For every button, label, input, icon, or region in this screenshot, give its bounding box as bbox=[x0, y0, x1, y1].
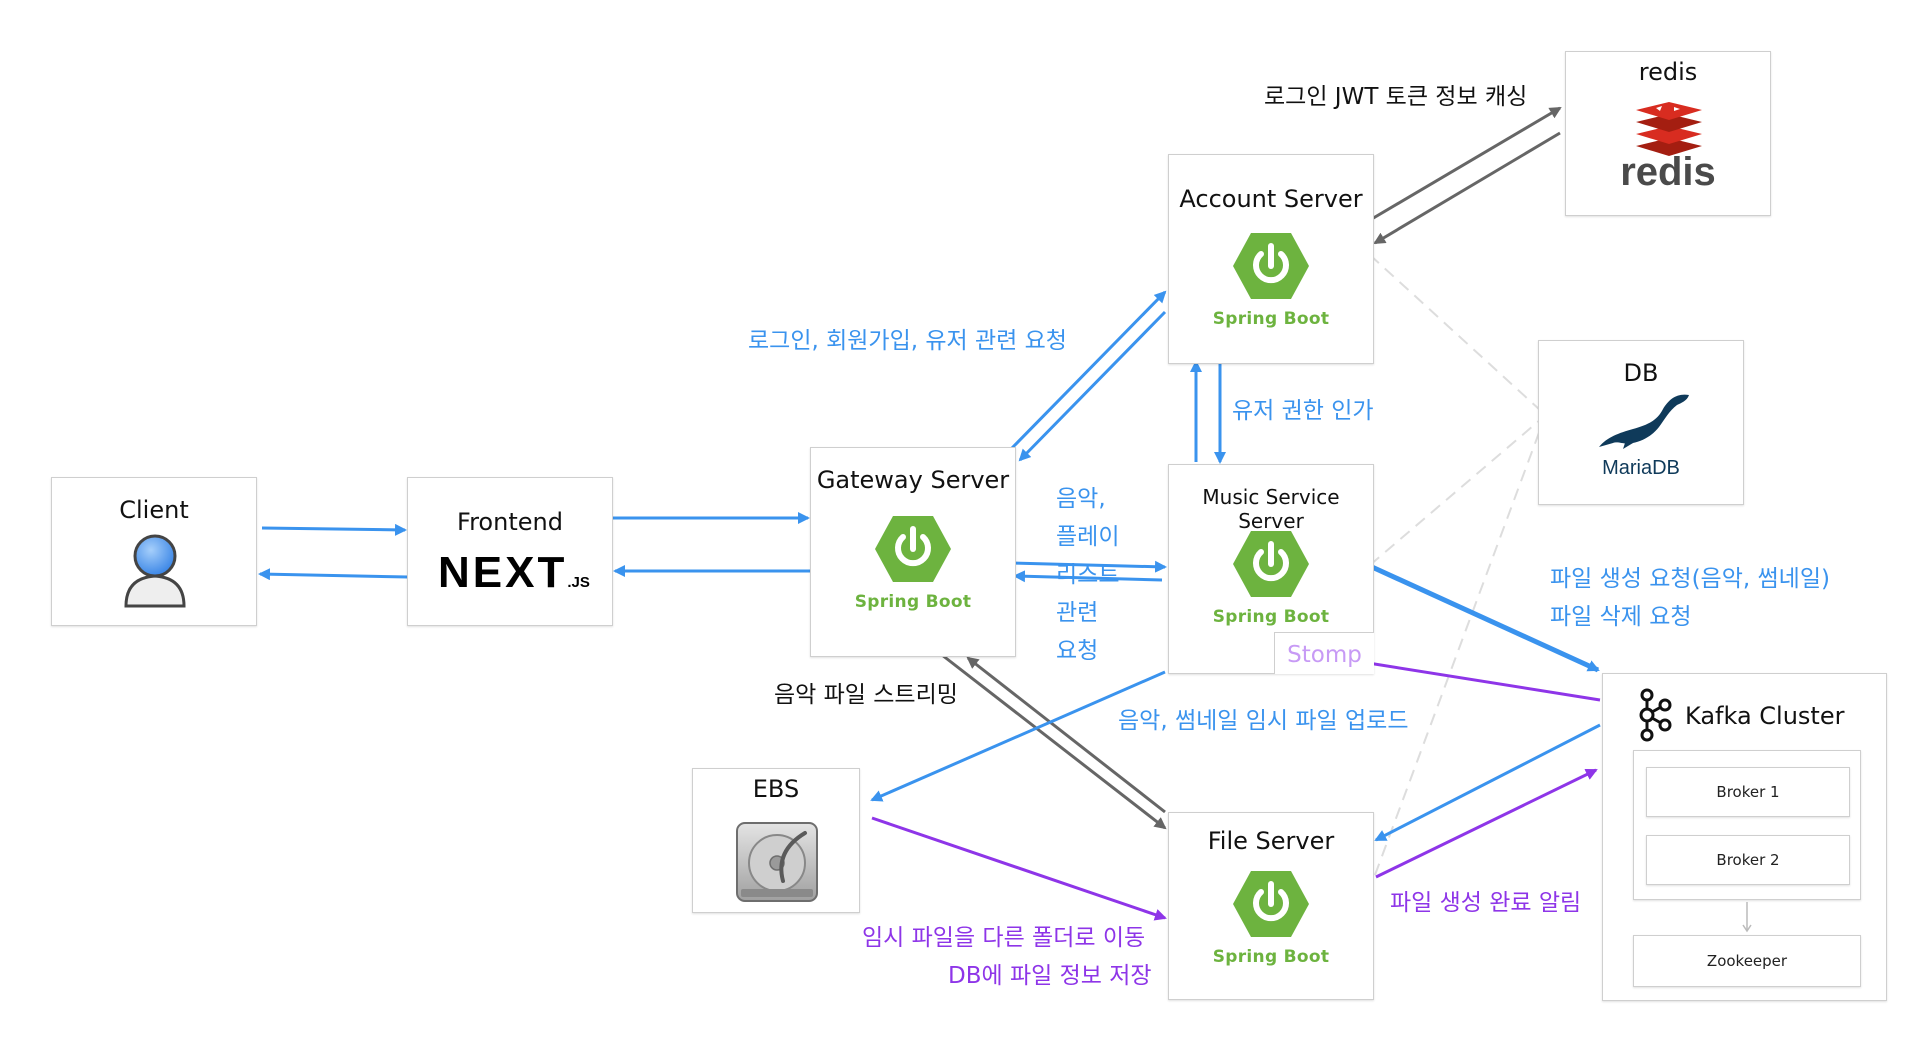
nextjs-logo-suffix: .JS bbox=[567, 574, 590, 591]
redis-cube-icon bbox=[1636, 102, 1702, 156]
redis-title: redis bbox=[1638, 58, 1698, 86]
file-spring-boot: Spring Boot bbox=[1169, 869, 1373, 967]
temp-upload-label: 음악, 썸네일 임시 파일 업로드 bbox=[1118, 708, 1409, 734]
nextjs-logo-text: NEXT bbox=[438, 548, 568, 597]
arrow-frontend-to-client bbox=[258, 568, 409, 581]
spring-boot-power-icon bbox=[1233, 531, 1309, 597]
music-service-server-node: Music Service Server Spring Boot Stomp bbox=[1168, 464, 1374, 674]
music-requests-label: 음악, 플레이 리스트 관련 요청 bbox=[1056, 480, 1119, 670]
arrow-redis-to-account bbox=[1373, 131, 1561, 245]
account-title: Account Server bbox=[1179, 185, 1363, 213]
music-title: Music Service Server bbox=[1202, 485, 1340, 533]
spring-boot-power-icon bbox=[1233, 871, 1309, 937]
music-requests-line-2: 플레이 bbox=[1056, 524, 1120, 550]
mariadb-logo-text: MariaDB bbox=[1602, 457, 1680, 479]
kafka-cluster-node: Kafka Cluster Broker 1 Broker 2 Zookeepe… bbox=[1602, 673, 1887, 1001]
nextjs-logo: NEXT.JS bbox=[438, 548, 590, 598]
redis-node: redis redis bbox=[1565, 51, 1771, 216]
db-node: DB MariaDB bbox=[1538, 340, 1744, 505]
arrow-client-to-frontend bbox=[261, 523, 407, 536]
music-spring-boot: Spring Boot bbox=[1169, 529, 1373, 627]
account-server-node: Account Server Spring Boot bbox=[1168, 154, 1374, 364]
db-dashed-links bbox=[1369, 254, 1541, 876]
kafka-requests-label: 파일 생성 요청(음악, 썸네일) 파일 삭제 요청 bbox=[1550, 560, 1830, 636]
file-spring-label: Spring Boot bbox=[1212, 947, 1330, 967]
arrow-account-to-gateway bbox=[1018, 310, 1167, 462]
file-server-node: File Server Spring Boot bbox=[1168, 812, 1374, 1000]
kafka-icon bbox=[1639, 688, 1672, 742]
broker-1: Broker 1 bbox=[1646, 767, 1850, 817]
account-spring-boot: Spring Boot bbox=[1169, 231, 1373, 329]
streaming-label: 음악 파일 스트리밍 bbox=[774, 682, 958, 708]
spring-boot-power-icon bbox=[1233, 233, 1309, 299]
frontend-title: Frontend bbox=[457, 508, 563, 536]
save-db-label: DB에 파일 정보 저장 bbox=[948, 963, 1152, 989]
music-requests-line-3: 리스트 bbox=[1056, 562, 1120, 588]
arrow-music-to-ebs bbox=[870, 670, 1166, 802]
db-title: DB bbox=[1623, 359, 1659, 387]
kafka-requests-line-1: 파일 생성 요청(음악, 썸네일) bbox=[1550, 566, 1830, 592]
arrow-kafka-to-file bbox=[1374, 723, 1601, 842]
user-icon bbox=[124, 534, 186, 608]
ebs-node: EBS bbox=[692, 768, 860, 913]
mariadb-seal-icon bbox=[1599, 394, 1689, 449]
music-requests-line-4: 관련 bbox=[1056, 600, 1099, 626]
arrow-account-to-redis bbox=[1369, 106, 1562, 222]
music-requests-line-1: 음악, bbox=[1056, 486, 1106, 512]
ebs-title: EBS bbox=[752, 775, 800, 803]
frontend-node: Frontend NEXT.JS bbox=[407, 477, 613, 626]
arrow-ebs-to-file bbox=[871, 816, 1167, 921]
move-file-label: 임시 파일을 다른 폴더로 이동 bbox=[862, 925, 1146, 951]
broker-group: Broker 1 Broker 2 bbox=[1633, 750, 1861, 900]
arrow-file-to-gateway bbox=[966, 656, 1166, 814]
account-requests-label: 로그인, 회원가입, 유저 관련 요청 bbox=[748, 328, 1067, 354]
gateway-server-node: Gateway Server Spring Boot bbox=[810, 447, 1016, 657]
music-requests-line-5: 요청 bbox=[1056, 638, 1099, 664]
redis-cache-label: 로그인 JWT 토큰 정보 캐싱 bbox=[1264, 84, 1528, 110]
arrow-gateway-to-account bbox=[1010, 290, 1167, 450]
broker-to-zookeeper-connector bbox=[1742, 902, 1752, 933]
gateway-spring-boot: Spring Boot bbox=[811, 514, 1015, 612]
client-title: Client bbox=[119, 496, 189, 524]
spring-boot-power-icon bbox=[875, 516, 951, 582]
arrow-file-to-kafka bbox=[1375, 768, 1598, 879]
stomp-label: Stomp bbox=[1287, 642, 1362, 668]
gateway-title: Gateway Server bbox=[816, 466, 1010, 494]
arrow-gateway-to-music bbox=[1011, 560, 1167, 573]
user-auth-label: 유저 권한 인가 bbox=[1232, 398, 1374, 424]
account-spring-label: Spring Boot bbox=[1212, 309, 1330, 329]
arrow-music-to-gateway bbox=[1013, 570, 1163, 583]
arrow-music-to-kafka bbox=[1370, 564, 1600, 673]
music-spring-label: Spring Boot bbox=[1212, 607, 1330, 627]
broker-2: Broker 2 bbox=[1646, 835, 1850, 885]
redis-logo-text: redis bbox=[1620, 150, 1716, 194]
kafka-title: Kafka Cluster bbox=[1685, 702, 1845, 730]
zookeeper: Zookeeper bbox=[1633, 935, 1861, 987]
kafka-requests-line-2: 파일 삭제 요청 bbox=[1550, 604, 1692, 630]
client-node: Client bbox=[51, 477, 257, 626]
hard-disk-icon bbox=[736, 822, 818, 902]
arrow-gateway-to-file bbox=[941, 653, 1167, 830]
file-title: File Server bbox=[1207, 827, 1335, 855]
stomp-box: Stomp bbox=[1274, 632, 1374, 674]
gateway-spring-label: Spring Boot bbox=[854, 592, 972, 612]
file-done-label: 파일 생성 완료 알림 bbox=[1390, 890, 1582, 916]
arrow-kafka-to-stomp bbox=[1360, 657, 1601, 702]
